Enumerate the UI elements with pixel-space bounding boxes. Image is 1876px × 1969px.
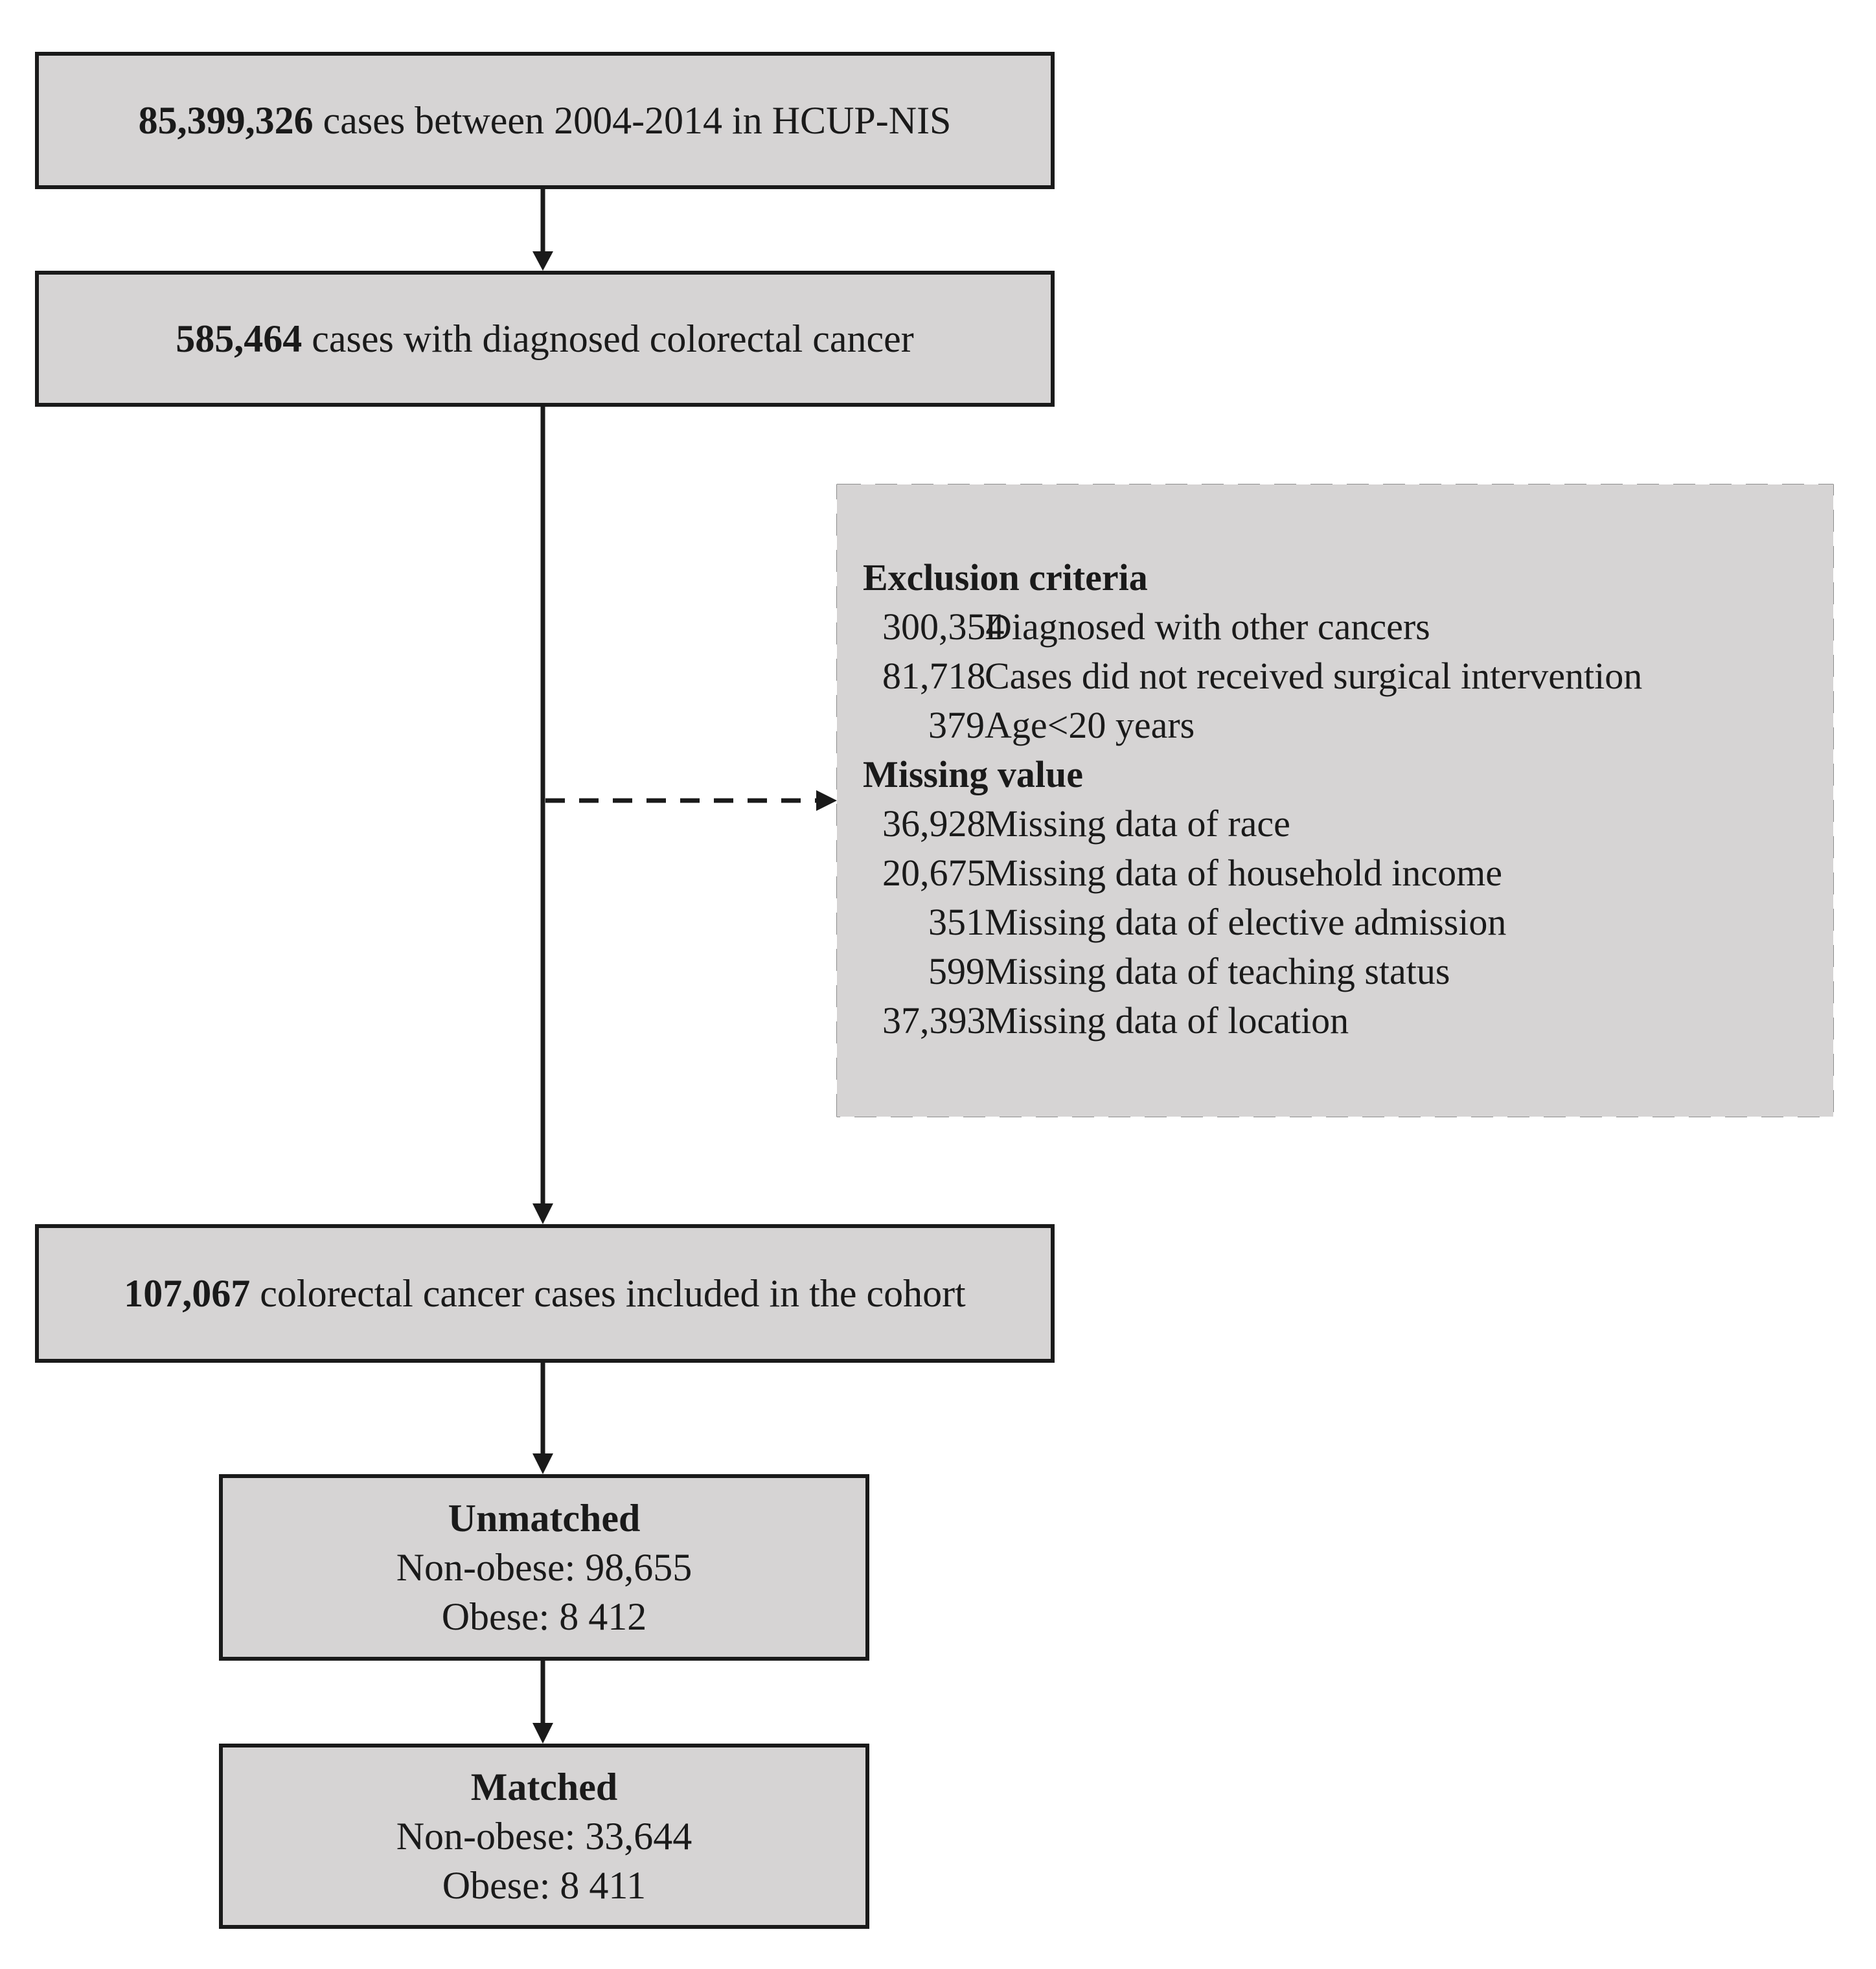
box-total-cases: 85,399,326 cases between 2004-2014 in HC…: [35, 52, 1055, 189]
missing-item-count: 351: [928, 901, 985, 943]
missing-item-count: 36,928: [882, 802, 986, 845]
exclusion-item-label: Diagnosed with other cancers: [985, 606, 1430, 648]
unmatched-title: Unmatched: [448, 1497, 641, 1540]
missing-item-label: Missing data of location: [985, 999, 1349, 1041]
exclusion-item-count: 81,718: [882, 655, 986, 697]
box-unmatched: Unmatched Non-obese: 98,655 Obese: 8 412: [219, 1474, 869, 1661]
cohort-label: colorectal cancer cases included in the …: [260, 1272, 966, 1315]
exclusion-item: 81,718 Cases did not received surgical i…: [882, 654, 1642, 698]
missing-item: 599 Missing data of teaching status: [882, 950, 1450, 993]
arrowhead-4: [532, 1723, 553, 1744]
exclusion-item-count: 379: [928, 704, 985, 746]
box-matched: Matched Non-obese: 33,644 Obese: 8 411: [219, 1744, 869, 1929]
missing-item-count: 599: [928, 950, 985, 992]
colorectal-cases-label: cases with diagnosed colorectal cancer: [312, 317, 914, 360]
missing-item-label: Missing data of elective admission: [985, 901, 1507, 943]
colorectal-cases-count: 585,464: [176, 317, 303, 360]
box-cohort-text: 107,067 colorectal cancer cases included…: [124, 1269, 965, 1318]
exclusion-item: 379 Age<20 years: [882, 703, 1195, 747]
unmatched-non-obese: Non-obese: 98,655: [396, 1546, 692, 1589]
missing-item: 37,393 Missing data of location: [882, 999, 1349, 1042]
box-cohort: 107,067 colorectal cancer cases included…: [35, 1224, 1055, 1363]
exclusion-item-label: Age<20 years: [985, 704, 1195, 746]
missing-value-title: Missing value: [863, 753, 1083, 795]
total-cases-label: cases between 2004-2014 in HCUP-NIS: [323, 99, 952, 142]
arrowhead-1: [532, 251, 553, 271]
exclusion-criteria-title: Exclusion criteria: [863, 556, 1148, 598]
matched-title: Matched: [470, 1766, 618, 1808]
matched-obese: Obese: 8 411: [442, 1864, 646, 1907]
total-cases-count: 85,399,326: [138, 99, 314, 142]
missing-item-count: 37,393: [882, 999, 986, 1041]
arrowhead-3: [532, 1453, 553, 1474]
missing-item: 351 Missing data of elective admission: [882, 900, 1506, 944]
exclusion-item: 300,354 Diagnosed with other cancers: [882, 605, 1430, 648]
missing-item: 20,675 Missing data of household income: [882, 851, 1502, 894]
cohort-count: 107,067: [124, 1272, 251, 1315]
exclusion-item-count: 300,354: [882, 606, 1005, 648]
missing-item-label: Missing data of household income: [985, 852, 1503, 894]
missing-item: 36,928 Missing data of race: [882, 802, 1290, 845]
unmatched-obese: Obese: 8 412: [441, 1595, 647, 1638]
missing-item-label: Missing data of teaching status: [985, 950, 1450, 992]
arrowhead-exclusion: [816, 790, 837, 811]
box-total-cases-text: 85,399,326 cases between 2004-2014 in HC…: [139, 96, 952, 145]
arrowhead-2: [532, 1203, 553, 1224]
box-colorectal-cases: 585,464 cases with diagnosed colorectal …: [35, 271, 1055, 407]
exclusion-box: Exclusion criteria 300,354 Diagnosed wit…: [837, 484, 1833, 1117]
missing-item-label: Missing data of race: [985, 802, 1290, 845]
matched-non-obese: Non-obese: 33,644: [396, 1815, 692, 1858]
box-colorectal-cases-text: 585,464 cases with diagnosed colorectal …: [176, 314, 914, 363]
missing-item-count: 20,675: [882, 852, 986, 894]
exclusion-item-label: Cases did not received surgical interven…: [985, 655, 1643, 697]
